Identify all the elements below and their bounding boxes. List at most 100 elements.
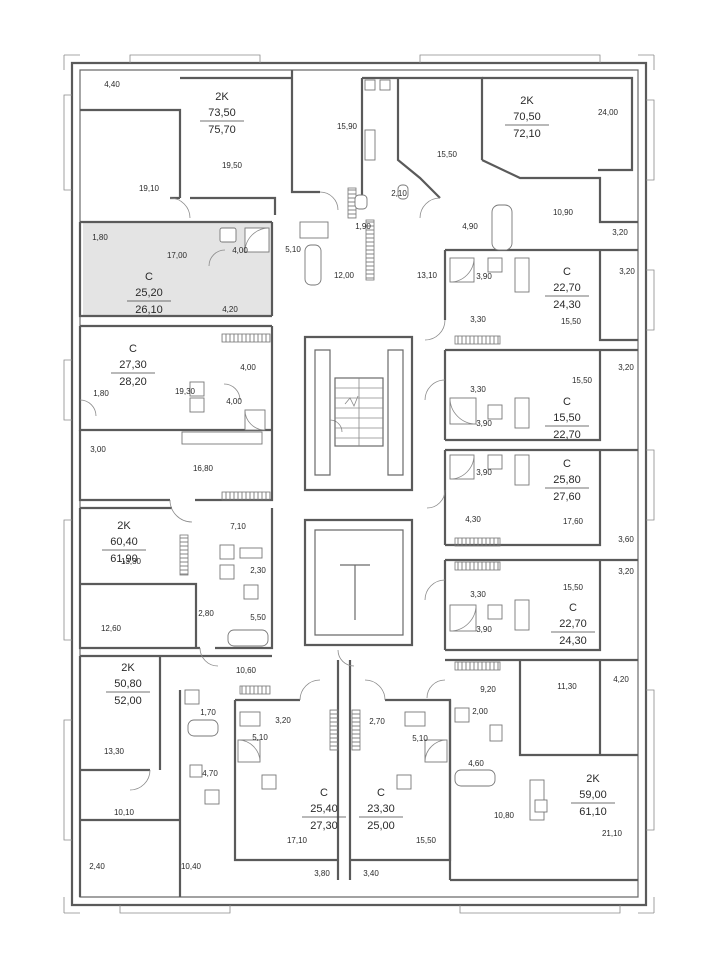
room-area-label: 3,90 (476, 625, 492, 634)
apartment-type: С (320, 787, 328, 799)
room-area-label: 1,70 (200, 708, 216, 717)
room-area-label: 3,20 (612, 228, 628, 237)
apartment-label-apt-left-4[interactable]: 2K 50,80 52,00 (106, 662, 150, 707)
room-area-label: 11,30 (557, 682, 577, 691)
stairwell (334, 377, 384, 447)
room-area-label: 15,50 (572, 376, 593, 385)
room-area-label: 1,90 (355, 222, 371, 231)
room-area-label: 4,20 (613, 675, 629, 684)
room-area-label: 19,30 (175, 387, 196, 396)
room-area-label: 4,90 (462, 222, 478, 231)
apartment-type: 2K (117, 520, 131, 532)
apartment-total-area: 28,20 (119, 376, 147, 388)
room-area-label: 19,50 (222, 161, 243, 170)
room-area-label: 3,30 (470, 590, 486, 599)
room-area-label: 2,80 (198, 609, 214, 618)
apartment-living-area: 15,50 (553, 412, 581, 424)
apartment-total-area: 27,30 (310, 820, 338, 832)
room-area-label: 12,60 (101, 624, 122, 633)
apartment-type: С (377, 787, 385, 799)
apartment-label-apt-right-2[interactable]: С 15,50 22,70 (545, 396, 589, 441)
room-area-label: 2,00 (472, 707, 488, 716)
room-area-label: 4,40 (104, 80, 120, 89)
apartment-type: С (145, 271, 153, 283)
apartment-total-area: 52,00 (114, 695, 142, 707)
apartment-label-apt-left-2[interactable]: С 27,30 28,20 (111, 343, 155, 388)
apartment-living-area: 50,80 (114, 678, 142, 690)
highlighted-apartment[interactable] (83, 222, 272, 316)
room-area-label: 3,30 (470, 385, 486, 394)
bathroom-fixtures (181, 79, 548, 821)
room-area-label: 13,30 (104, 747, 125, 756)
apartment-living-area: 25,80 (553, 474, 581, 486)
apartment-living-area: 22,70 (559, 618, 587, 630)
room-area-label: 3,20 (618, 567, 634, 576)
room-area-label: 17,00 (167, 251, 188, 260)
interior-walls (78, 70, 638, 897)
apartment-living-area: 27,30 (119, 359, 147, 371)
room-area-label: 3,80 (314, 869, 330, 878)
room-area-label: 4,00 (226, 397, 242, 406)
apartment-total-area: 22,70 (553, 429, 581, 441)
apartment-type: 2K (520, 95, 534, 107)
apartment-label-apt-bottom-center-right[interactable]: С 23,30 25,00 (359, 787, 403, 832)
apartment-living-area: 60,40 (110, 536, 138, 548)
room-area-label: 15,50 (416, 836, 437, 845)
room-area-label: 19,10 (139, 184, 160, 193)
room-area-label: 3,90 (476, 468, 492, 477)
room-area-label: 10,60 (236, 666, 257, 675)
room-area-label: 15,50 (561, 317, 582, 326)
outer-walls (63, 54, 655, 914)
room-area-label: 4,00 (232, 246, 248, 255)
apartment-living-area: 22,70 (553, 282, 581, 294)
room-area-label: 3,20 (275, 716, 291, 725)
room-area-label: 3,30 (470, 315, 486, 324)
apartment-living-area: 23,30 (367, 803, 395, 815)
room-area-label: 5,10 (252, 733, 268, 742)
door-swings (79, 191, 446, 791)
apartment-living-area: 73,50 (208, 107, 236, 119)
room-area-label: 10,10 (114, 808, 135, 817)
room-area-label: 10,40 (181, 862, 202, 871)
room-area-label: 4,00 (240, 363, 256, 372)
apartment-total-area: 24,30 (559, 635, 587, 647)
apartment-total-area: 75,70 (208, 124, 236, 136)
room-area-label: 1,80 (92, 233, 108, 242)
room-area-label: 17,10 (287, 836, 308, 845)
room-area-label: 15,50 (563, 583, 584, 592)
apartment-total-area: 25,00 (367, 820, 395, 832)
room-area-label: 15,90 (337, 122, 358, 131)
apartment-total-area: 72,10 (513, 128, 541, 140)
room-area-label: 13,30 (121, 557, 142, 566)
room-area-label: 3,90 (476, 272, 492, 281)
room-area-label: 1,80 (93, 389, 109, 398)
room-area-label: 21,10 (602, 829, 623, 838)
apartment-living-area: 25,20 (135, 287, 163, 299)
apartment-type: С (129, 343, 137, 355)
apartment-type: С (563, 396, 571, 408)
apartment-living-area: 59,00 (579, 789, 607, 801)
apartment-type: 2K (121, 662, 135, 674)
room-area-label: 4,30 (465, 515, 481, 524)
room-area-label: 15,50 (437, 150, 458, 159)
room-area-label: 2,70 (369, 717, 385, 726)
room-area-label: 24,00 (598, 108, 619, 117)
room-area-label: 5,50 (250, 613, 266, 622)
apartment-total-area: 61,10 (579, 806, 607, 818)
apartment-total-area: 24,30 (553, 299, 581, 311)
room-area-labels: 4,4019,5019,1015,9015,5024,002,1010,903,… (89, 80, 635, 878)
room-area-label: 17,60 (563, 517, 584, 526)
room-area-label: 2,30 (250, 566, 266, 575)
room-area-label: 2,10 (391, 189, 407, 198)
room-area-label: 3,40 (363, 869, 379, 878)
